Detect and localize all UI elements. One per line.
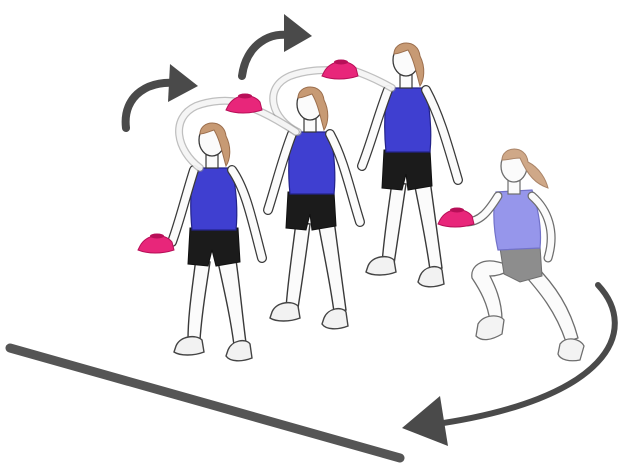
athlete-3 [352, 43, 458, 287]
cone-icon [226, 94, 262, 114]
athlete-1 [172, 101, 262, 361]
return-arrow-icon [402, 285, 615, 446]
cone-icon [138, 234, 174, 254]
athlete-2 [252, 70, 360, 329]
floor-line [10, 348, 400, 458]
curved-arrow-icon [242, 14, 312, 76]
athlete-4 [466, 149, 584, 361]
cone-icon [438, 208, 474, 228]
cone-icon [322, 60, 358, 80]
curved-arrow-icon [126, 64, 198, 128]
